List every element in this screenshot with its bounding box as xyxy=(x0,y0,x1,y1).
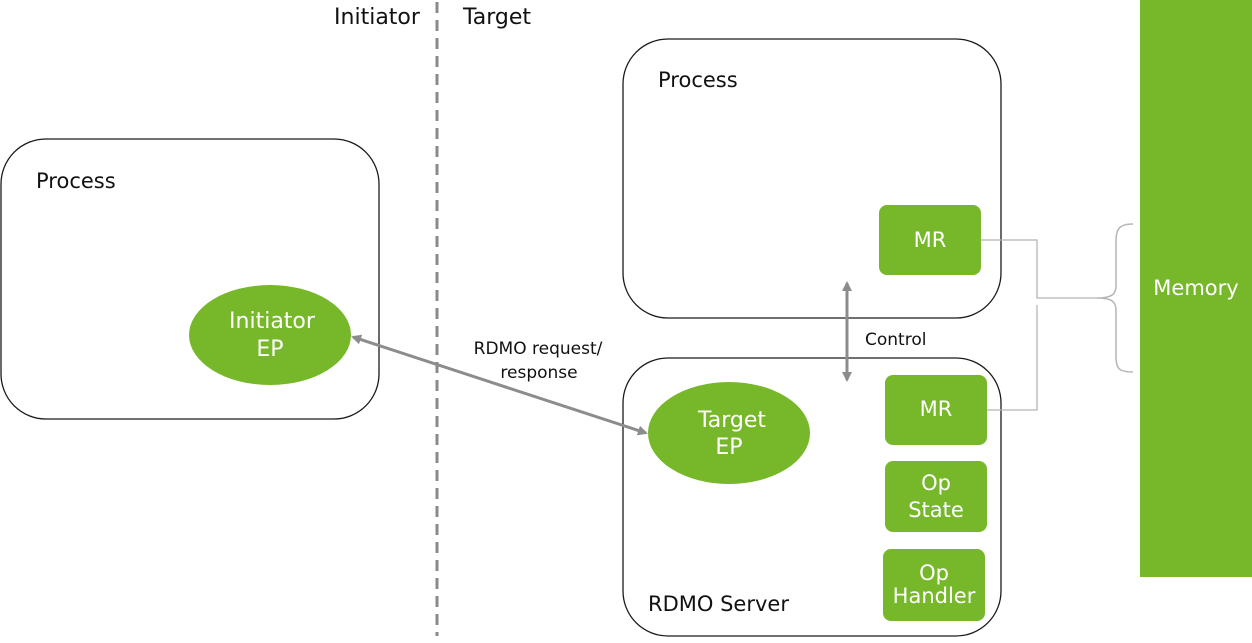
target-ep-label-line2: EP xyxy=(715,435,742,460)
request-label-line1: RDMO request/ xyxy=(474,339,603,359)
initiator-process-title: Process xyxy=(36,169,116,193)
initiator-side-label: Initiator xyxy=(334,5,421,30)
mr-bottom-connector xyxy=(987,305,1038,411)
op-handler-label-line1: Op xyxy=(919,561,949,585)
op-state-label-line2: State xyxy=(908,498,964,522)
rdmo-server-mr-block xyxy=(885,375,987,445)
initiator-ep-node xyxy=(189,285,351,385)
target-ep-label-line1: Target xyxy=(697,408,766,433)
op-state-block xyxy=(885,461,987,532)
mr-top-connector xyxy=(981,239,1097,299)
memory-bar xyxy=(1140,0,1252,577)
control-label: Control xyxy=(865,330,926,350)
op-state-label-line1: Op xyxy=(921,471,951,495)
op-handler-label-line2: Handler xyxy=(893,584,976,608)
initiator-ep-label-line1: Initiator xyxy=(229,309,316,334)
rdmo-server-mr-label: MR xyxy=(920,397,953,421)
target-process-title: Process xyxy=(658,68,738,92)
op-handler-block xyxy=(883,549,985,621)
request-label-line2: response xyxy=(500,363,577,383)
target-process-mr-label: MR xyxy=(914,228,947,252)
memory-bracket xyxy=(1096,223,1134,373)
rdmo-request-response-arrow xyxy=(351,334,648,436)
target-process-mr-block xyxy=(879,205,981,275)
target-ep-node xyxy=(648,382,810,484)
initiator-ep-label-line2: EP xyxy=(256,337,283,362)
rdmo-server-title: RDMO Server xyxy=(648,592,789,616)
target-side-label: Target xyxy=(462,5,531,30)
memory-label: Memory xyxy=(1153,276,1238,300)
